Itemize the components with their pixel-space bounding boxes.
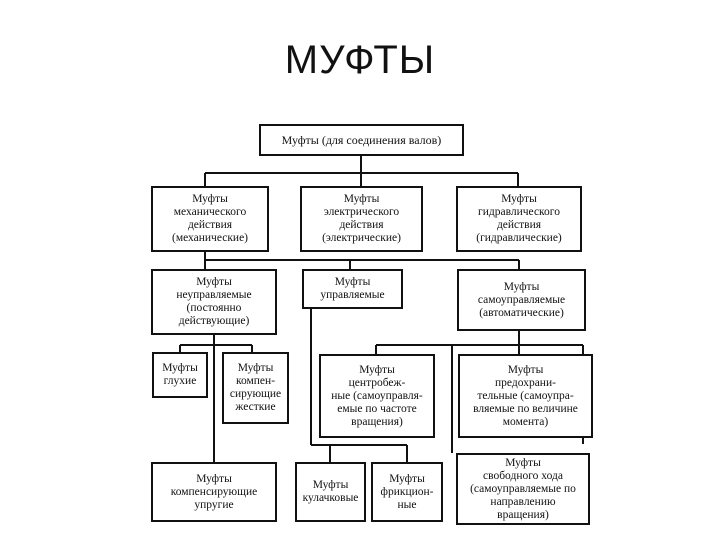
- node-uncontrolled-line-3: действующие): [178, 315, 250, 327]
- node-selfcontrolled-line-1: самоуправляемые: [477, 293, 566, 306]
- node-freewheel: Муфты свободного хода (самоуправляемые п…: [456, 453, 590, 525]
- node-comp-elastic-line-2: упругие: [194, 498, 234, 511]
- node-controlled: Муфты управляемые: [302, 269, 403, 309]
- node-comp-rigid-line-0: Муфты: [237, 362, 274, 374]
- node-selfcontrolled-line-2: (автоматические): [479, 306, 564, 319]
- node-electrical-line-1: электрического: [323, 206, 400, 218]
- node-centrifugal-line-0: Муфты: [359, 363, 395, 376]
- node-uncontrolled-line-1: неуправляемые: [176, 289, 252, 301]
- node-mechanical: Муфты механического действия (механическ…: [151, 186, 269, 252]
- node-centrifugal-line-1: центробеж-: [348, 376, 406, 389]
- node-comp-rigid-line-3: жесткие: [235, 401, 276, 413]
- node-centrifugal-line-2: ные (самоуправля-: [331, 389, 423, 402]
- node-selfcontrolled-line-0: Муфты: [503, 280, 540, 293]
- node-rigid-line-1: глухие: [163, 375, 197, 387]
- node-hydraulic-line-2: действия: [496, 219, 542, 231]
- node-selfcontrolled: Муфты самоуправляемые (автоматические): [457, 269, 586, 331]
- node-cam-line-0: Муфты: [312, 479, 349, 491]
- node-safety: Муфты предохрани- тельные (самоупра- вля…: [458, 354, 593, 438]
- node-safety-line-4: момента): [502, 415, 549, 428]
- node-electrical-line-3: (электрические): [322, 232, 401, 244]
- node-freewheel-line-1: свободного хода: [483, 469, 563, 482]
- node-freewheel-line-2: (самоуправляемые по: [470, 482, 576, 495]
- node-comp-rigid-line-2: сирующие: [229, 388, 282, 400]
- node-root-line-0: Муфты (для соединения валов): [281, 132, 442, 147]
- node-mechanical-line-3: (механические): [171, 232, 249, 244]
- node-safety-line-1: предохрани-: [495, 376, 556, 389]
- node-comp-elastic-line-1: компенсирующие: [170, 485, 258, 498]
- node-mechanical-line-1: механического: [173, 206, 247, 218]
- node-friction: Муфты фрикцион- ные: [371, 462, 443, 522]
- node-uncontrolled: Муфты неуправляемые (постоянно действующ…: [151, 269, 277, 335]
- node-hydraulic-line-0: Муфты: [501, 193, 537, 205]
- node-safety-line-2: тельные (самоупра-: [477, 389, 574, 402]
- node-comp-rigid: Муфты компен- сирующие жесткие: [222, 352, 289, 424]
- node-electrical: Муфты электрического действия (электриче…: [300, 186, 423, 252]
- node-hydraulic-line-1: гидравлического: [478, 206, 560, 218]
- node-friction-line-2: ные: [397, 498, 417, 511]
- node-controlled-line-0: Муфты: [334, 276, 371, 288]
- node-uncontrolled-line-2: (постоянно: [186, 302, 242, 314]
- node-controlled-line-1: управляемые: [320, 289, 385, 301]
- node-mechanical-line-2: действия: [187, 219, 233, 231]
- node-rigid-line-0: Муфты: [162, 362, 198, 374]
- node-centrifugal-line-3: емые по частоте: [337, 402, 417, 415]
- node-freewheel-line-4: вращения): [497, 508, 549, 521]
- node-friction-line-0: Муфты: [389, 472, 425, 485]
- node-freewheel-line-0: Муфты: [505, 456, 541, 469]
- node-cam-line-1: кулачковые: [302, 492, 359, 504]
- node-centrifugal: Муфты центробеж- ные (самоуправля- емые …: [319, 354, 435, 438]
- node-safety-line-3: вляемые по величине: [473, 402, 578, 415]
- node-electrical-line-2: действия: [339, 219, 384, 231]
- node-comp-elastic: Муфты компенсирующие упругие: [151, 462, 277, 522]
- node-comp-elastic-line-0: Муфты: [196, 472, 232, 485]
- node-safety-line-0: Муфты: [507, 363, 544, 376]
- node-cam: Муфты кулачковые: [295, 462, 366, 522]
- node-rigid: Муфты глухие: [152, 352, 208, 398]
- node-centrifugal-line-4: вращения): [351, 415, 403, 428]
- node-mechanical-line-0: Муфты: [192, 193, 228, 205]
- node-friction-line-1: фрикцион-: [380, 485, 434, 498]
- node-hydraulic-line-3: (гидравлические): [476, 232, 562, 244]
- node-freewheel-line-3: направлению: [490, 495, 556, 508]
- node-root: Муфты (для соединения валов): [259, 124, 464, 156]
- node-uncontrolled-line-0: Муфты: [196, 276, 232, 288]
- node-electrical-line-0: Муфты: [343, 193, 380, 205]
- node-hydraulic: Муфты гидравлического действия (гидравли…: [456, 186, 582, 252]
- node-comp-rigid-line-1: компен-: [235, 375, 276, 387]
- page-title: МУФТЫ: [284, 38, 436, 82]
